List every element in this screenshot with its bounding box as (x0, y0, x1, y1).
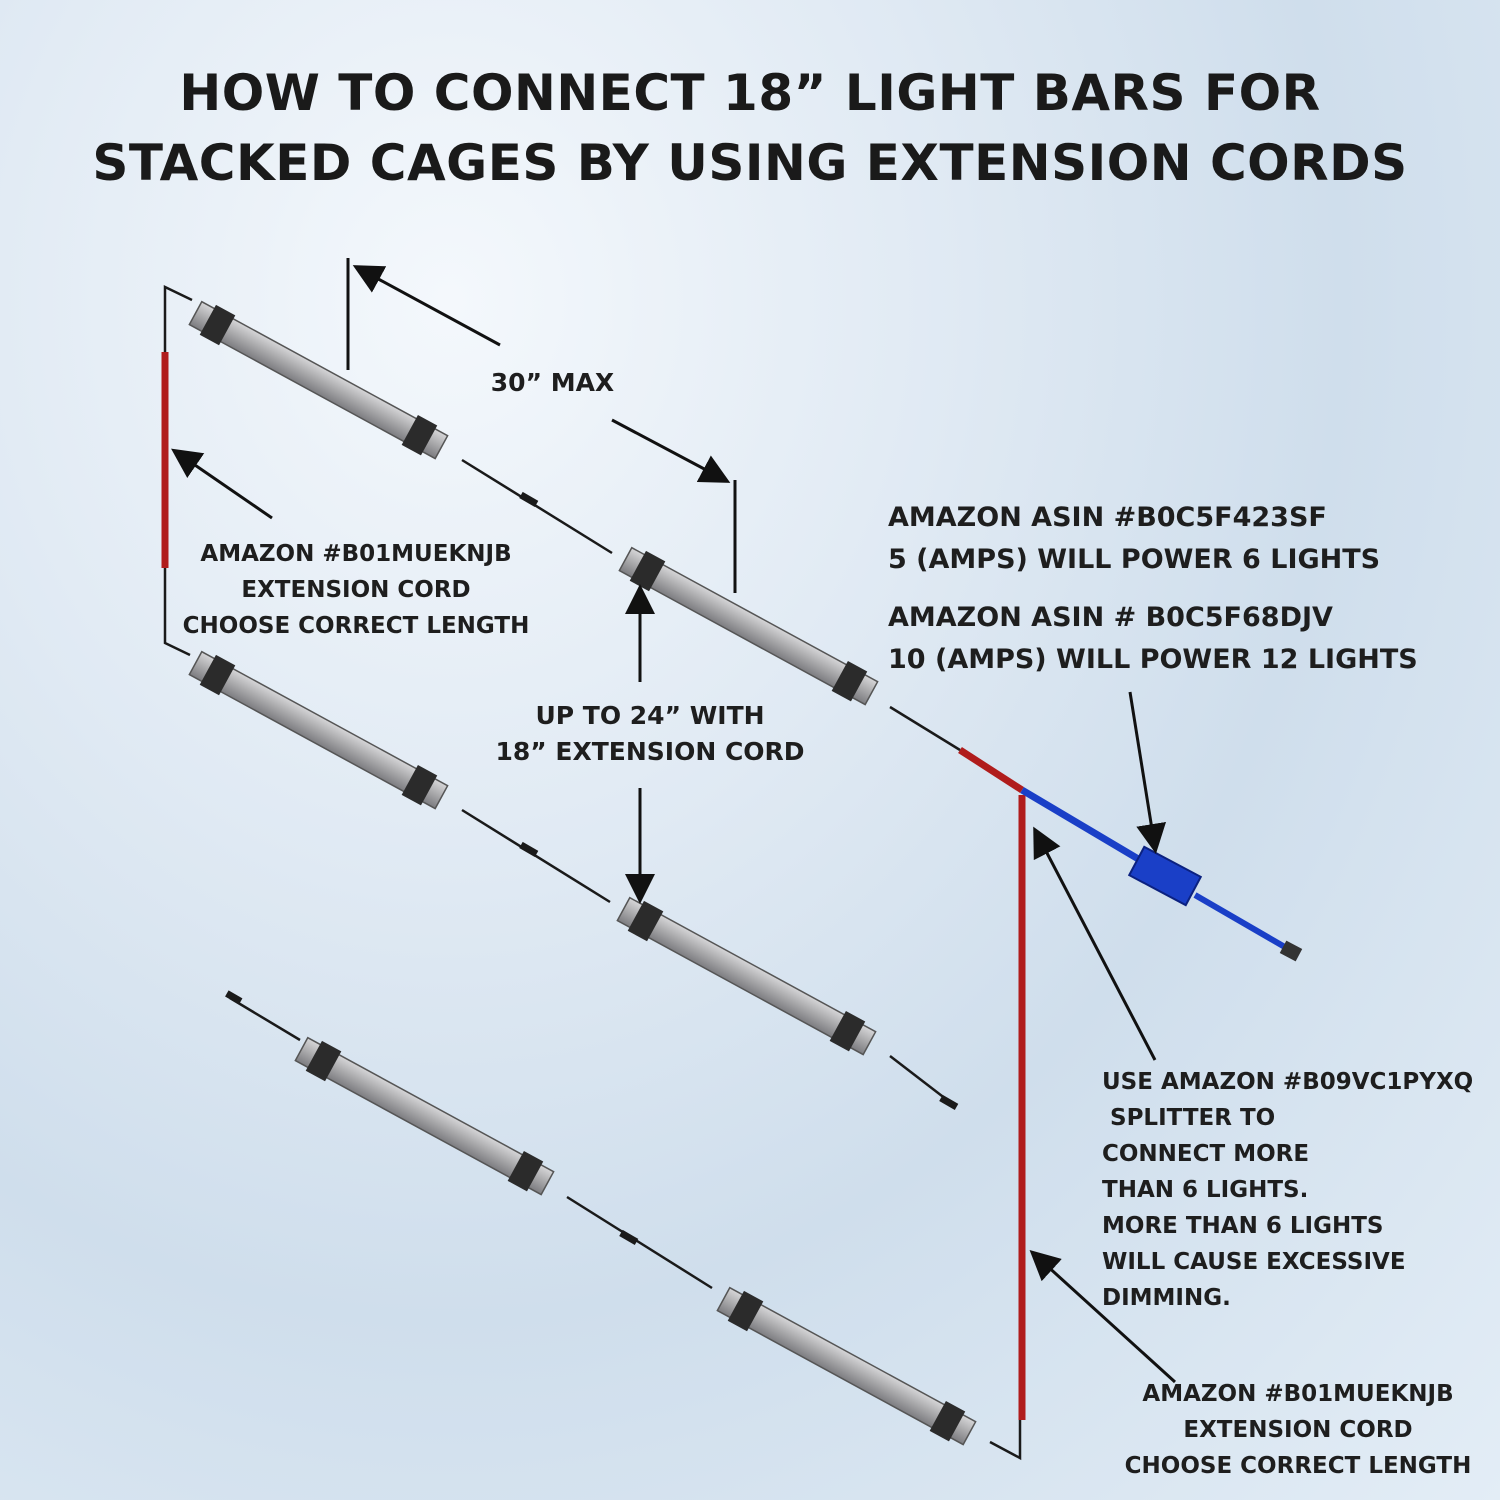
title-line-1: HOW TO CONNECT 18” LIGHT BARS FOR (179, 64, 1321, 122)
bar-bracket (401, 764, 438, 806)
page-title: HOW TO CONNECT 18” LIGHT BARS FOR STACKE… (0, 58, 1500, 198)
bar-bracket (929, 1400, 966, 1442)
bar-bracket (629, 550, 666, 592)
bar-bracket (627, 900, 664, 942)
bar-bracket (727, 1290, 764, 1332)
right-extension-cord-label: AMAZON #B01MUEKNJB EXTENSION CORD CHOOSE… (1124, 1381, 1472, 1479)
light-bar-row-2-left (188, 650, 449, 810)
annotation-arrows (171, 258, 1177, 1384)
light-bar-row-3-left (294, 1036, 555, 1196)
power-10a-label: AMAZON ASIN # B0C5F68DJV 10 (AMPS) WILL … (888, 602, 1418, 675)
splitter-label: USE AMAZON #B09VC1PYXQ SPLITTER TO CONNE… (1102, 1069, 1474, 1311)
bar-bracket (305, 1040, 342, 1082)
vertical-spacing-label: UP TO 24” WITH 18” EXTENSION CORD (495, 701, 805, 766)
connector-wires (163, 285, 1022, 1461)
bar-bracket (199, 654, 236, 696)
bar-bracket (829, 1010, 866, 1052)
plug-icon (1279, 940, 1303, 962)
bar-bracket (199, 304, 236, 346)
left-extension-cord-label: AMAZON #B01MUEKNJB EXTENSION CORD CHOOSE… (182, 541, 530, 639)
power-adapter (1020, 786, 1303, 962)
bar-bracket (507, 1150, 544, 1192)
power-5a-label: AMAZON ASIN #B0C5F423SF 5 (AMPS) WILL PO… (888, 502, 1381, 575)
light-bar-row-1-left (188, 300, 449, 460)
bar-bracket (831, 660, 868, 702)
light-bar-row-3-right (716, 1286, 977, 1446)
max-spacing-label: 30” MAX (490, 368, 615, 397)
light-bar-row-1-right (618, 546, 879, 706)
extension-cords (161, 352, 1026, 1420)
title-line-2: STACKED CAGES BY USING EXTENSION CORDS (92, 134, 1408, 192)
inline-connectors (225, 491, 959, 1245)
bar-bracket (401, 414, 438, 456)
light-bar-row-2-right (616, 896, 877, 1056)
